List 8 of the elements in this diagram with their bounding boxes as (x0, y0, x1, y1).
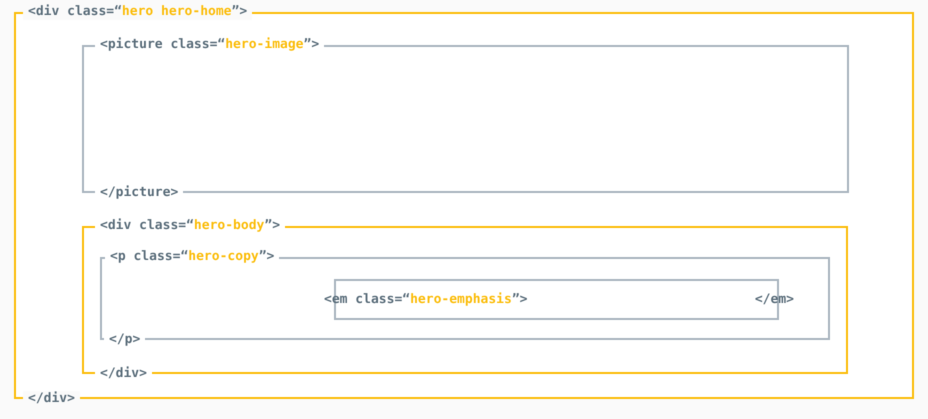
opening-tag: <picture class=“hero-image”> (95, 37, 324, 53)
closing-tag: </p> (104, 332, 146, 348)
opening-tag: <div class=“hero hero-home”> (23, 4, 252, 20)
opening-tag: <p class=“hero-copy”> (105, 249, 280, 265)
opening-tag: <em class=“hero-emphasis”> (319, 292, 532, 308)
closing-tag: </em> (750, 292, 799, 308)
opening-tag: <div class=“hero-body”> (95, 218, 286, 234)
closing-tag: </picture> (95, 185, 184, 201)
